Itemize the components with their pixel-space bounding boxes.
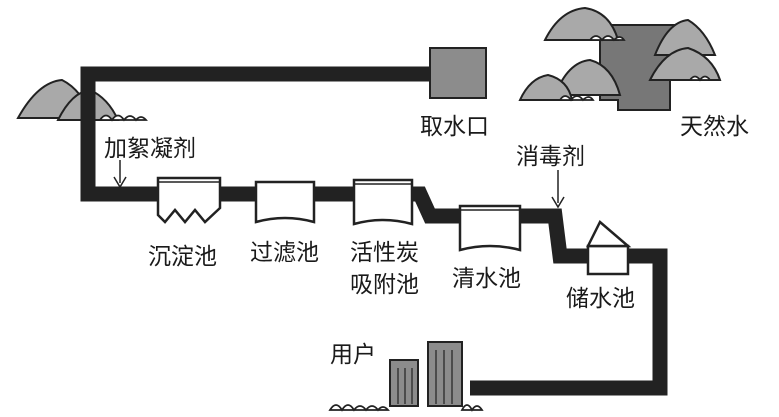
bush-left <box>98 114 148 122</box>
bush-user-left <box>328 404 390 412</box>
bush-right-1 <box>588 35 626 42</box>
label-users: 用户 <box>330 342 376 368</box>
bush-right-2 <box>558 95 595 102</box>
mountain-right-low <box>518 73 574 101</box>
mountain-right-mid <box>553 58 622 96</box>
label-carbon-line1: 活性炭 <box>350 240 419 266</box>
label-carbon-line2: 吸附池 <box>350 272 419 298</box>
natural-water-source <box>518 6 722 111</box>
bush-right-3 <box>688 75 712 82</box>
building-tall <box>427 341 463 407</box>
disinfectant-arrow <box>551 170 565 209</box>
label-disinfectant: 消毒剂 <box>516 144 585 170</box>
label-filtration: 过滤池 <box>250 240 319 266</box>
label-sedimentation: 沉淀池 <box>148 244 217 270</box>
label-natural-water: 天然水 <box>680 114 749 140</box>
mountain-right-top <box>543 6 620 41</box>
clear-water-tank <box>458 204 522 252</box>
storage-tank <box>585 220 632 276</box>
filtration-tank <box>254 180 316 224</box>
mountain-right-far <box>648 46 722 81</box>
carbon-adsorption-tank <box>352 178 414 226</box>
coagulant-arrow <box>113 160 127 189</box>
label-clear-water: 清水池 <box>452 266 521 292</box>
mountain-right-small <box>653 18 717 56</box>
intake-box <box>429 47 487 99</box>
label-intake: 取水口 <box>420 114 489 140</box>
label-storage: 储水池 <box>566 286 635 312</box>
sedimentation-tank <box>156 176 222 224</box>
pipeline <box>80 66 668 396</box>
user-buildings <box>328 341 484 412</box>
bush-user-right <box>460 404 484 412</box>
building-small <box>389 359 419 407</box>
label-coagulant: 加絮凝剂 <box>104 136 196 162</box>
